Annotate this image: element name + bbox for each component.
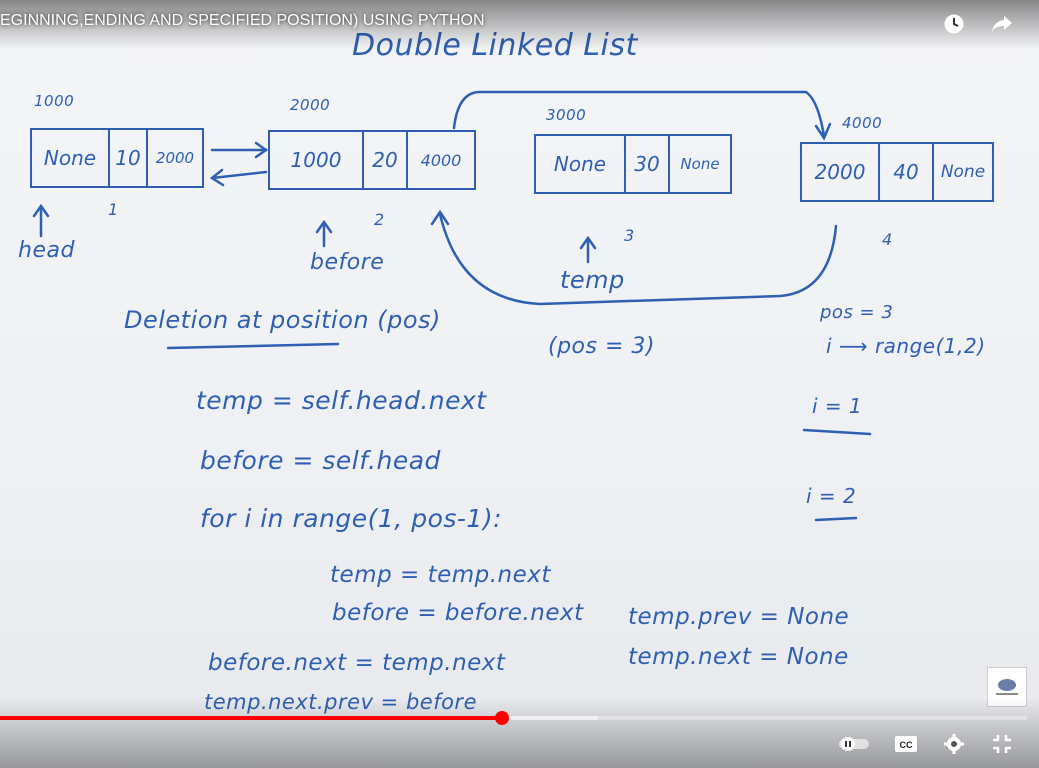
node-data-cell: 30	[626, 136, 670, 192]
node-address: 4000	[842, 114, 883, 132]
video-title[interactable]: EGINNING,ENDING AND SPECIFIED POSITION) …	[0, 12, 485, 29]
node-data-cell: 20	[364, 132, 408, 188]
captions-button[interactable]: CC	[890, 728, 922, 760]
node-address: 2000	[290, 96, 331, 114]
list-node-1: None 10 2000	[30, 128, 204, 188]
head-pointer-label: head	[18, 238, 75, 263]
node-address: 3000	[546, 106, 587, 124]
code-line: temp = self.head.next	[196, 386, 487, 415]
autoplay-toggle[interactable]	[838, 728, 870, 760]
progress-bar[interactable]	[0, 716, 1027, 720]
node-index: 4	[882, 230, 893, 249]
section-heading: Deletion at position (pos)	[124, 306, 441, 334]
temp-pointer-label: temp	[560, 266, 625, 294]
side-note: i ⟶ range(1,2)	[826, 334, 986, 358]
board-heading: Double Linked List	[352, 28, 638, 63]
fullscreen-icon[interactable]	[986, 728, 1018, 760]
channel-watermark[interactable]	[987, 667, 1027, 707]
node-prev-cell: 2000	[802, 144, 880, 200]
code-line: temp = temp.next	[330, 562, 551, 588]
bottom-gradient	[0, 698, 1039, 768]
pos-note: (pos = 3)	[548, 334, 655, 359]
node-address: 1000	[34, 92, 75, 110]
code-line: temp.next = None	[628, 644, 849, 670]
node-next-cell: None	[680, 155, 720, 173]
node-next-cell: 2000	[155, 149, 195, 167]
top-gradient	[0, 0, 1039, 50]
code-line: temp.next.prev = before	[204, 690, 477, 714]
node-index: 1	[108, 200, 119, 219]
code-line: for i in range(1, pos-1):	[200, 504, 502, 533]
side-note: pos = 3	[820, 302, 894, 323]
node-next-cell: 4000	[420, 150, 462, 170]
node-data-cell: 10	[110, 130, 148, 186]
node-prev-cell: 1000	[270, 132, 364, 188]
node-data-cell: 40	[880, 144, 934, 200]
before-pointer-label: before	[310, 250, 385, 275]
share-icon[interactable]	[986, 8, 1018, 40]
list-node-2: 1000 20 4000	[268, 130, 476, 190]
side-note: i = 1	[812, 394, 863, 418]
list-node-3: None 30 None	[534, 134, 732, 194]
clock-icon[interactable]	[938, 8, 970, 40]
code-line: before = before.next	[332, 600, 584, 626]
list-node-4: 2000 40 None	[800, 142, 994, 202]
side-note: i = 2	[806, 484, 857, 508]
progress-scrubber[interactable]	[495, 711, 509, 725]
node-prev-cell: None	[32, 130, 110, 186]
code-line: before = self.head	[200, 446, 441, 475]
node-next-cell: None	[940, 162, 986, 182]
code-line: before.next = temp.next	[208, 650, 506, 676]
progress-played	[0, 716, 502, 720]
code-line: temp.prev = None	[628, 604, 850, 630]
node-index: 2	[374, 210, 385, 229]
gear-icon[interactable]	[938, 728, 970, 760]
node-prev-cell: None	[536, 136, 626, 192]
node-index: 3	[624, 226, 635, 245]
svg-text:CC: CC	[900, 740, 913, 750]
